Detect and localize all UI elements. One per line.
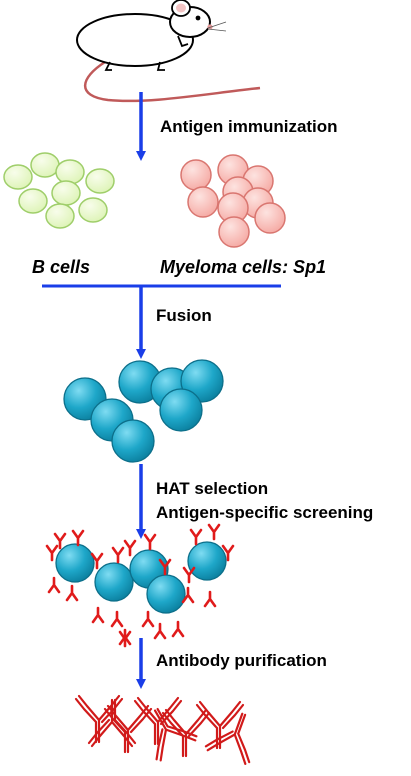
label-b-cells: B cells [32, 257, 91, 277]
b-cell [51, 180, 81, 206]
b-cell [78, 197, 108, 223]
antibody-secreting-hybridomas [45, 523, 235, 648]
b-cell [55, 159, 85, 185]
label-fusion: Fusion [156, 306, 212, 325]
hybridoma-cell [111, 419, 155, 463]
b-cell [45, 203, 75, 229]
b-cells-cluster [3, 152, 115, 229]
myeloma-cell [254, 202, 286, 234]
b-cell [3, 164, 33, 190]
mouse-inner-ear [176, 3, 186, 13]
hybridoma-cell [94, 562, 134, 602]
label-antigen-immunization: Antigen immunization [160, 117, 338, 136]
label-myeloma-cells: Myeloma cells: Sp1 [160, 257, 327, 277]
b-cell [85, 168, 115, 194]
mouse-eye [195, 15, 201, 21]
myeloma-cells-cluster [180, 154, 286, 248]
b-cell [30, 152, 60, 178]
hybridoma-cell [159, 388, 203, 432]
mouse-whiskers [207, 21, 227, 32]
label-antibody-purification: Antibody purification [156, 651, 327, 670]
b-cell [18, 188, 48, 214]
hybridoma-cluster [63, 359, 224, 463]
hybridoma-cell [146, 574, 186, 614]
label-hat-selection: HAT selection [156, 479, 269, 498]
myeloma-cell [218, 216, 250, 248]
myeloma-cell [180, 159, 212, 191]
mouse-body [76, 13, 194, 67]
mouse-icon [76, 0, 261, 103]
label-antigen-specific-screening: Antigen-specific screening [156, 503, 374, 522]
purified-antibodies [74, 694, 265, 767]
hybridoma-cell [187, 541, 227, 581]
hybridoma-cell [55, 543, 95, 583]
myeloma-cell [187, 186, 219, 218]
mouse-tail [84, 60, 261, 103]
mouse-feet [104, 35, 189, 71]
